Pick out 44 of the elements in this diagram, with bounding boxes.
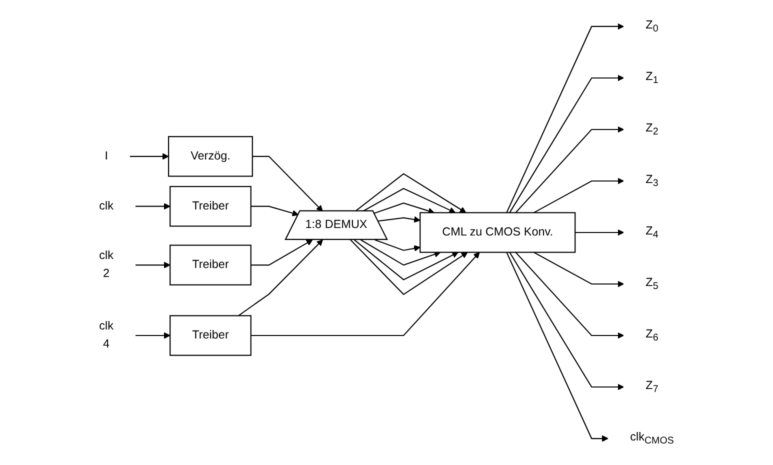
arrow xyxy=(534,178,624,214)
arrow xyxy=(250,252,480,336)
node-box: Treiber xyxy=(170,315,252,356)
arrow xyxy=(509,74,624,213)
arrow xyxy=(515,126,624,214)
arrow xyxy=(509,252,624,390)
arrow xyxy=(575,229,624,236)
arrow xyxy=(378,216,420,223)
node-box: Treiber xyxy=(170,244,252,286)
node-text: clk 2 xyxy=(99,250,114,280)
node-text: Z$_{7}$ xyxy=(646,380,658,394)
node-text: Z$_{4}$ xyxy=(646,225,658,240)
arrow xyxy=(374,202,434,214)
node-box: Treiber xyxy=(170,186,252,227)
arrow xyxy=(136,203,170,210)
node-text: I xyxy=(104,150,108,162)
arrow xyxy=(355,173,466,213)
node-box: CML zu CMOS Konv. xyxy=(420,212,576,253)
arrow xyxy=(506,252,608,442)
arrow xyxy=(362,188,456,214)
node-text: Z$_{2}$ xyxy=(646,122,658,137)
arrow xyxy=(515,252,624,339)
node-text: clk$_{CMOS}$ xyxy=(630,431,674,446)
arrow xyxy=(360,239,441,266)
arrow xyxy=(250,206,299,216)
arrow xyxy=(506,23,624,213)
arrow xyxy=(238,240,323,316)
node-text: Z$_{6}$ xyxy=(646,328,658,343)
arrow xyxy=(350,239,468,296)
arrow xyxy=(136,262,170,268)
arrow xyxy=(250,240,313,266)
node-box: Verzög. xyxy=(168,136,253,177)
node-text: Z$_{0}$ xyxy=(646,19,658,34)
arrow xyxy=(374,239,420,252)
arrow xyxy=(534,252,624,288)
node-text: Z$_{1}$ xyxy=(646,70,658,86)
node-text: clk xyxy=(99,200,114,212)
arrow xyxy=(252,156,323,212)
node-text: clk 4 xyxy=(99,320,114,350)
arrow xyxy=(136,332,170,339)
node-text: Z$_{3}$ xyxy=(646,174,658,188)
arrow xyxy=(130,153,169,160)
node-text: Z$_{5}$ xyxy=(646,276,658,292)
arrow xyxy=(354,239,458,280)
